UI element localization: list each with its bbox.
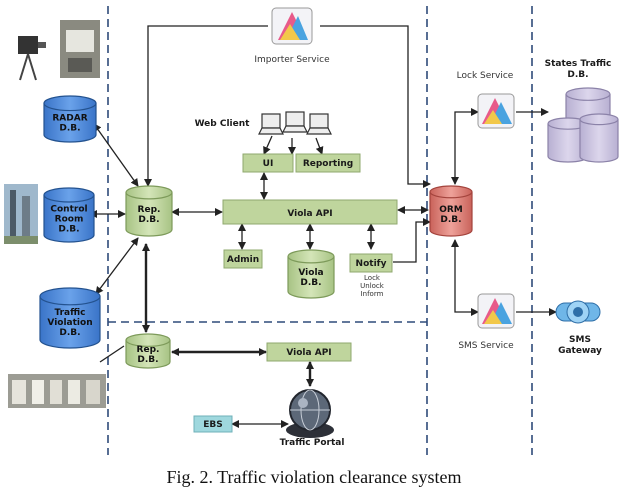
web-client-label: Web Client xyxy=(195,119,251,129)
control-room-photo xyxy=(4,184,38,244)
admin-box: Admin xyxy=(223,249,263,269)
rep-db-top-label: Rep.D.B. xyxy=(138,205,161,225)
rep-db-bottom-label: Rep.D.B. xyxy=(137,345,160,365)
ui-label: UI xyxy=(263,159,274,169)
reporting-box: Reporting xyxy=(295,153,361,173)
viola-api-box: Viola API xyxy=(222,199,398,225)
viola-api-label: Viola API xyxy=(287,209,332,219)
ebs-box: EBS xyxy=(193,415,233,433)
lock-service-icon xyxy=(477,93,515,129)
radar-camera-photo xyxy=(18,20,100,81)
viola-api-bottom-box: Viola API xyxy=(266,342,352,362)
notify-box: Notify xyxy=(349,253,393,273)
rep-db-top: Rep.D.B. xyxy=(125,185,173,237)
web-client-computers xyxy=(258,111,332,135)
importer-service-icon xyxy=(271,7,313,45)
traffic-portal-label: Traffic Portal xyxy=(280,438,345,448)
connectors xyxy=(89,25,557,428)
importer-service-label: Importer Service xyxy=(254,55,330,65)
figure-caption: Fig. 2. Traffic violation clearance syst… xyxy=(166,467,461,487)
sms-gateway-icon xyxy=(555,300,601,324)
viola-api-bottom-label: Viola API xyxy=(286,348,331,358)
admin-label: Admin xyxy=(227,255,259,265)
sms-service-icon xyxy=(477,293,515,329)
states-traffic-db-stack-3 xyxy=(579,113,619,163)
traffic-portal-globe-icon xyxy=(286,389,334,438)
ui-box: UI xyxy=(242,153,294,173)
dashed-boundaries xyxy=(107,6,533,455)
lock-service-label: Lock Service xyxy=(457,71,514,81)
notify-label: Notify xyxy=(356,259,387,269)
reporting-label: Reporting xyxy=(303,159,353,169)
sms-service-label: SMS Service xyxy=(458,341,514,351)
rep-db-bottom: Rep.D.B. xyxy=(125,333,171,369)
ebs-label: EBS xyxy=(203,420,223,430)
traffic-police-photo xyxy=(8,374,106,408)
